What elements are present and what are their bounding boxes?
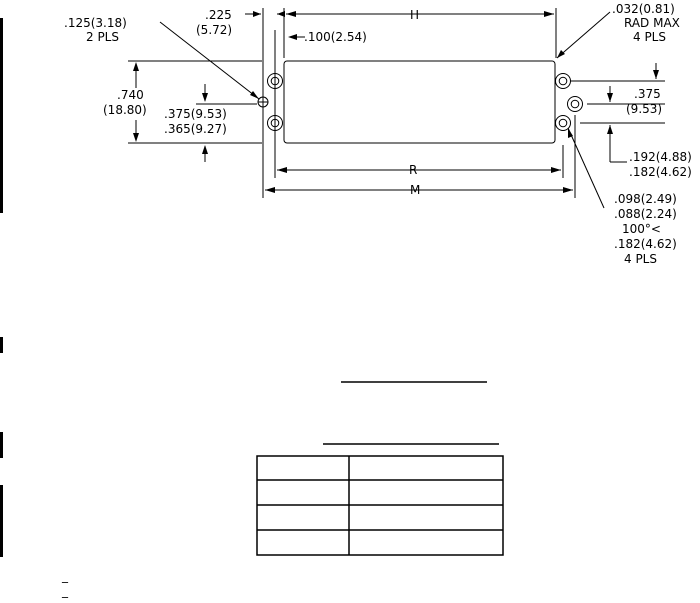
hole-dia-label: .125(3.18) [64, 16, 127, 30]
hole-spacing-min-label: .365(9.27) [164, 122, 227, 136]
left-lower-hole [267, 115, 283, 131]
csk-dia-label: .182(4.62) [614, 237, 677, 251]
dimension-labels: .125(3.18) 2 PLS .225 (5.72) H .032(0.81… [64, 2, 692, 266]
corner-qty-label: 4 PLS [633, 30, 666, 44]
width-h-label: H [410, 8, 419, 22]
csk-hole-min-label: .088(2.24) [614, 207, 677, 221]
footnote-1: _ [61, 569, 69, 583]
dimension-table [256, 455, 504, 556]
revision-bars [0, 18, 3, 557]
right-spacing-mm-label: (9.53) [626, 102, 662, 116]
right-spacing-label: .375 [634, 87, 661, 101]
inset-label: .100(2.54) [304, 30, 367, 44]
right-offset-max-label: .192(4.88) [629, 150, 692, 164]
edge-offset-label: .225 [205, 8, 232, 22]
plate-outline [283, 60, 556, 144]
right-offset-min-label: .182(4.62) [629, 165, 692, 179]
height-mm-label: (18.80) [103, 103, 147, 117]
width-r-label: R [409, 163, 417, 177]
csk-angle-label: 100°< [622, 222, 661, 236]
corner-rad-label: .032(0.81) [612, 2, 675, 16]
left-mid-hole [257, 96, 269, 108]
height-label: .740 [117, 88, 144, 102]
right-mid-hole [567, 96, 583, 112]
left-upper-hole [267, 73, 283, 89]
csk-hole-max-label: .098(2.49) [614, 192, 677, 206]
hole-spacing-max-label: .375(9.53) [164, 107, 227, 121]
right-upper-hole [555, 73, 571, 89]
width-m-label: M [410, 183, 420, 197]
hole-qty-label: 2 PLS [86, 30, 119, 44]
corner-rad-note: RAD MAX [624, 16, 680, 30]
right-lower-hole [555, 115, 571, 131]
footnote-2: _ [61, 584, 69, 598]
arrowheads [133, 11, 659, 193]
csk-qty-label: 4 PLS [624, 252, 657, 266]
edge-offset-mm-label: (5.72) [196, 23, 232, 37]
